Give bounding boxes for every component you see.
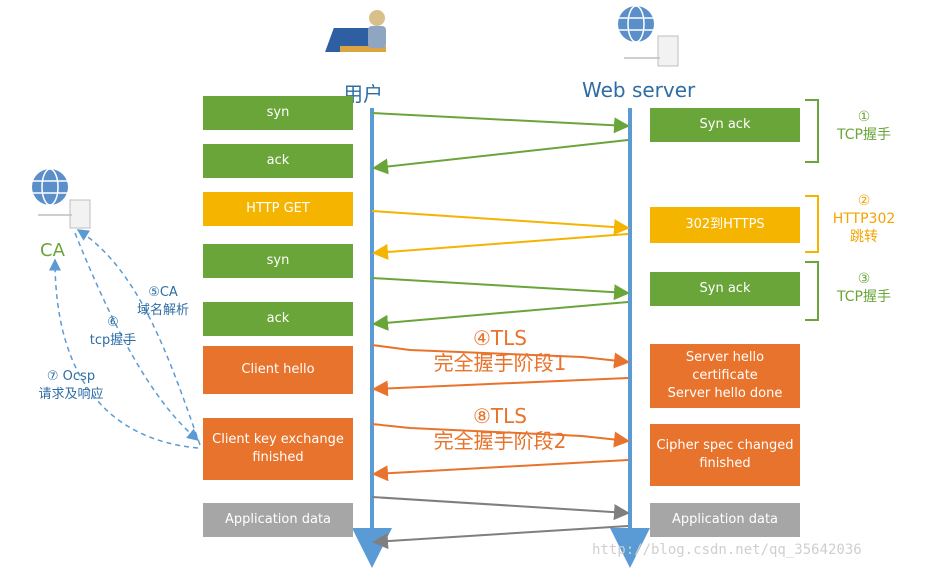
ca-label: CA	[40, 240, 65, 261]
stage-1-note: ① TCP握手	[837, 109, 891, 143]
stage-8-tls-note: ⑧TLS 完全握手阶段2	[433, 404, 567, 453]
server-hello-box: Server hello certificate Server hello do…	[650, 344, 800, 408]
server-synack-box: Syn ack	[650, 108, 800, 142]
arrow-synack-2	[372, 301, 629, 331]
ca-note-5: ⑤CA 域名解析	[136, 285, 189, 318]
ca-note-6: ⑥ tcp握手	[89, 315, 137, 348]
arrow-app-data-2	[372, 525, 629, 550]
server-synack-2-box: Syn ack	[650, 272, 800, 306]
arrow-302	[372, 233, 629, 260]
server-302-box: 302到HTTPS	[650, 207, 800, 243]
ca-ocsp-line	[49, 258, 199, 449]
server-label: Web server	[582, 78, 696, 102]
stage-4-tls-note: ④TLS 完全握手阶段1	[433, 326, 567, 375]
arrow-syn-2	[371, 277, 630, 301]
arrow-http-get	[371, 210, 630, 236]
client-key-exchange-box: Client key exchange finished	[203, 418, 353, 480]
server-app-data-box: Application data	[650, 503, 800, 537]
arrow-syn-1	[371, 112, 630, 134]
bracket-tcp-2	[805, 261, 819, 321]
arrow-server-hello	[372, 377, 629, 397]
arrow-key-exchange	[371, 423, 630, 448]
server-cipher-spec-box: Cipher spec changed finished	[650, 424, 800, 486]
ca-tcp-line	[74, 232, 200, 441]
arrow-synack-1	[372, 139, 629, 175]
ca-globe-icon	[32, 168, 91, 229]
bracket-http302	[805, 195, 819, 253]
client-hello-box: Client hello	[203, 346, 353, 394]
arrow-app-data-1	[371, 496, 630, 521]
ca-note-7: ⑦ Ocsp 请求及响应	[38, 369, 104, 402]
globe-server-icon	[618, 5, 679, 67]
bracket-tcp-1	[805, 99, 819, 163]
client-http-get-box: HTTP GET	[203, 192, 353, 226]
client-syn-box: syn	[203, 96, 353, 130]
watermark: http://blog.csdn.net/qq_35642036	[592, 542, 862, 558]
client-syn-2-box: syn	[203, 244, 353, 278]
client-ack-box: ack	[203, 144, 353, 178]
arrow-client-hello	[371, 344, 630, 369]
client-app-data-box: Application data	[203, 503, 353, 537]
stage-2-note: ② HTTP302 跳转	[832, 193, 896, 245]
user-computer-icon	[325, 10, 386, 52]
stage-3-note: ③ TCP握手	[837, 271, 891, 305]
client-ack-2-box: ack	[203, 302, 353, 336]
arrow-cipher-spec	[372, 459, 629, 482]
